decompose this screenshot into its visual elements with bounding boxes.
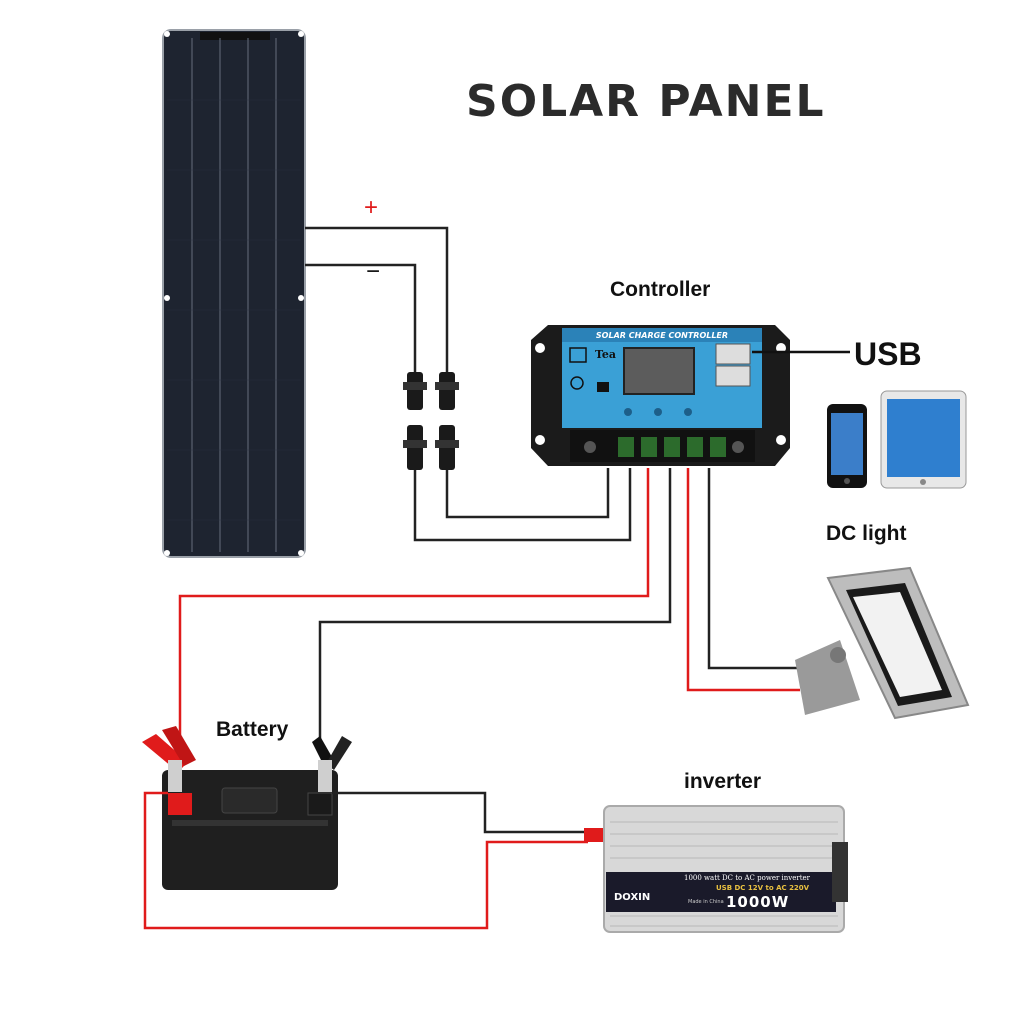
inverter [584, 805, 848, 933]
phone-icon [827, 404, 867, 488]
light-positive-wire [686, 468, 800, 692]
battery-label: Battery [216, 718, 289, 741]
dc-light-fixture [795, 566, 970, 720]
inverter-line1: 1000 watt DC to AC power inverter [684, 874, 811, 882]
controller-pv-positive-wire [445, 468, 610, 519]
panel-negative-wire [305, 263, 417, 372]
inverter-label: inverter [684, 770, 762, 793]
battery-negative-wire [318, 468, 672, 740]
inverter-rating: 1000W [726, 893, 790, 911]
inverter-positive-wire [143, 791, 588, 930]
page-title: SOLAR PANEL [466, 76, 826, 127]
charge-controller [531, 325, 790, 466]
dc-light-label: DC light [826, 522, 907, 545]
panel-positive-wire [305, 226, 449, 372]
controller-pv-negative-wire [413, 468, 632, 542]
controller-header-text: SOLAR CHARGE CONTROLLER [595, 331, 729, 340]
solar-panel [162, 29, 306, 558]
red-clamp [142, 726, 196, 792]
controller-label: Controller [610, 278, 711, 301]
black-clamp [312, 736, 352, 792]
tablet-icon [880, 390, 967, 489]
negative-sign: − [366, 258, 381, 285]
inverter-brand: DOXIN [614, 892, 651, 903]
light-negative-wire [707, 468, 800, 670]
inverter-negative-wire [332, 791, 588, 834]
usb-label: USB [854, 336, 922, 372]
controller-screen-text: Tea [595, 348, 617, 361]
positive-sign: + [364, 194, 379, 221]
inverter-made-in: Made in China [688, 899, 724, 905]
mc4-connectors [403, 372, 459, 470]
battery [162, 770, 338, 890]
inverter-line2: USB DC 12V to AC 220V [716, 884, 810, 892]
battery-positive-wire [178, 468, 650, 745]
